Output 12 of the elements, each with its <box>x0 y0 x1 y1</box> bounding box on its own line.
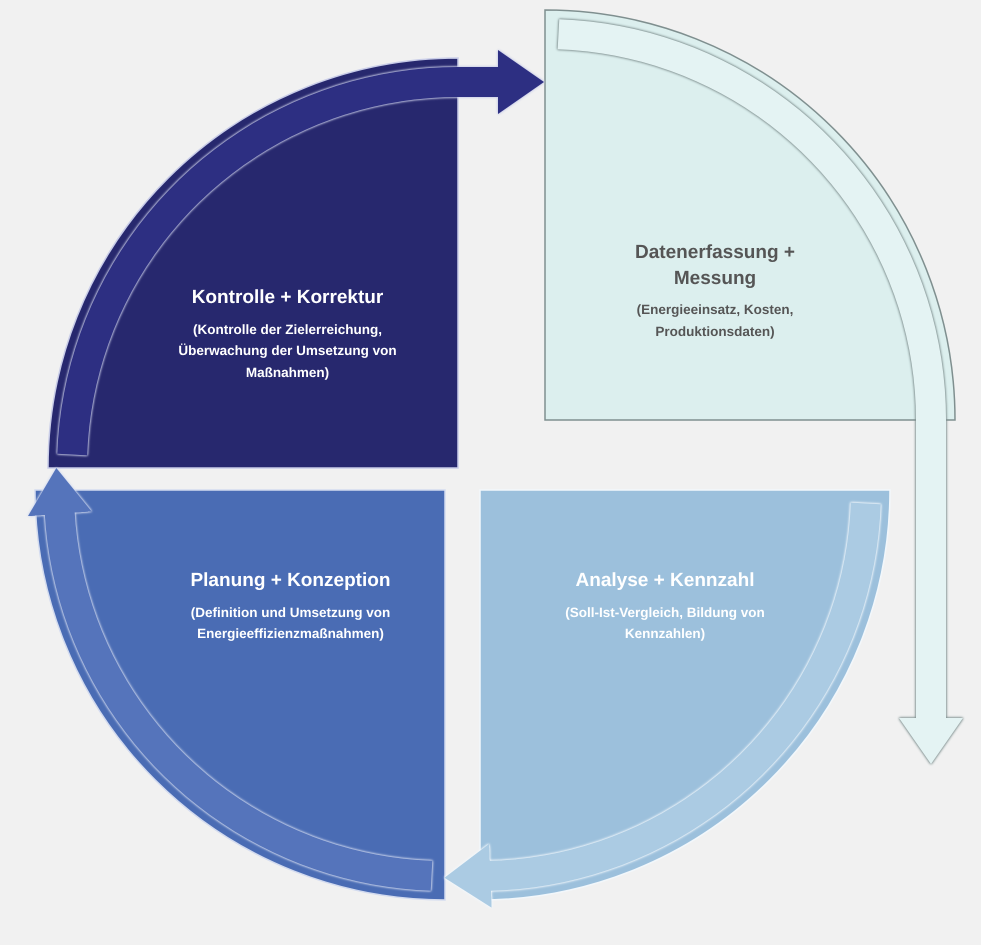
step-description: (Definition und Umsetzung von Energieeffizienzmaßnahmen) <box>190 604 392 644</box>
quadrant-segment <box>545 10 955 420</box>
step-heading: Datenerfassung + Messung <box>634 241 796 291</box>
step-heading: Analyse + Kennzahl <box>574 569 756 593</box>
step-heading: Kontrolle + Korrektur <box>190 286 384 310</box>
step-description: (Energieeinsatz, Kosten, Produktionsdaten) <box>636 301 794 341</box>
step-description: (Soll-Ist-Vergleich, Bildung von Kennzahlen) <box>564 604 766 644</box>
curved-arrow <box>57 50 544 456</box>
quadrant-segment <box>48 58 458 468</box>
step-description: (Kontrolle der Zielerreichung, Überwachung der Umsetzung von Maßnahmen) <box>177 320 398 382</box>
step-heading: Planung + Konzeption <box>189 569 392 593</box>
curved-arrow <box>558 19 963 764</box>
